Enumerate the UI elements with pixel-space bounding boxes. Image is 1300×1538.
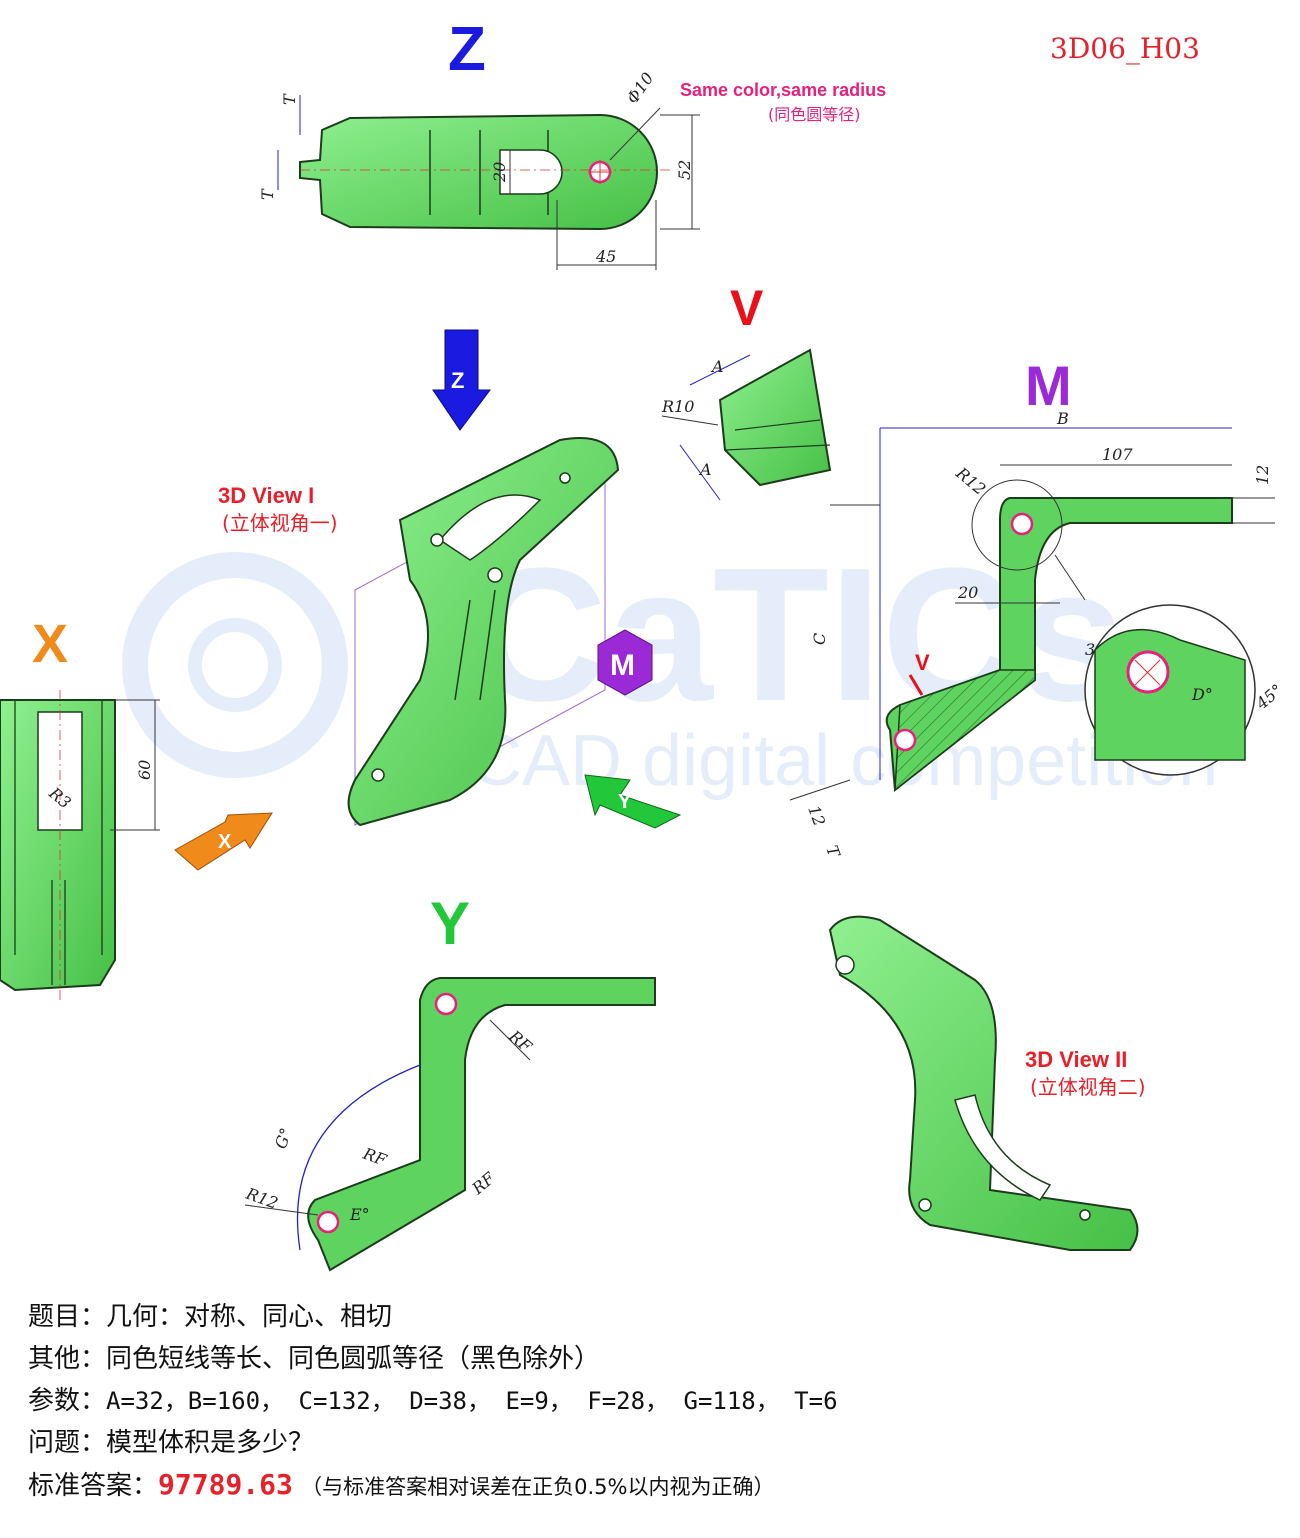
z-dim-length: 45	[595, 247, 616, 266]
z-view-letter: Z	[448, 15, 486, 84]
m-dim-bot: 12	[804, 803, 829, 829]
x-dim-h: 60	[135, 760, 154, 780]
answer-note: （与标准答案相对误差在正负0.5%以内视为正确）	[301, 1475, 775, 1499]
y-dim-rf2: RF	[360, 1144, 390, 1170]
footer-line-other: 其他：同色短线等长、同色圆弧等径（黑色除外）	[28, 1338, 1278, 1380]
y-dim-e: E°	[349, 1205, 370, 1224]
m-dim-w: 20	[957, 583, 978, 602]
same-color-note-cn: (同色圆等径)	[768, 105, 861, 124]
m-dim-r: R12	[952, 463, 990, 499]
y-dim-r: R12	[243, 1184, 281, 1213]
v-dim-a2: A	[698, 460, 712, 479]
problem-footer: 题目：几何：对称、同心、相切 其他：同色短线等长、同色圆弧等径（黑色除外） 参数…	[28, 1296, 1278, 1506]
y-view-body	[307, 977, 656, 1272]
view1-arrow-x	[174, 812, 273, 871]
m-dim-three: 3	[1085, 640, 1095, 659]
y-dim-rf3: RF	[468, 1168, 499, 1199]
topic-label: 题目：	[28, 1302, 107, 1332]
footer-line-question: 问题：模型体积是多少？	[28, 1422, 1278, 1464]
x-view: X 60 R3	[0, 614, 160, 1000]
topic-text: 几何：对称、同心、相切	[106, 1302, 393, 1332]
same-color-note: Same color,same radius	[680, 80, 886, 100]
z-dim-phi: Φ10	[623, 69, 658, 107]
answer-label: 标准答案：	[28, 1471, 159, 1501]
footer-line-params: 参数：A=32，B=160， C=132， D=38， E=9， F=28， G…	[28, 1380, 1278, 1422]
watermark: CaTICs CAD digital competition	[122, 529, 1218, 801]
z-view-body	[299, 113, 658, 231]
z-view: Z Same color,same radius (同色圆等径) Φ10 52 …	[258, 15, 886, 270]
m-dim-b: B	[1056, 409, 1069, 428]
other-text: 同色短线等长、同色圆弧等径（黑色除外）	[106, 1344, 601, 1374]
svg-text:Y: Y	[618, 791, 632, 813]
view1-arrow-y	[584, 774, 682, 829]
view2-subtitle: (立体视角二)	[1030, 1075, 1146, 1099]
m-dim-ang: 45°	[1252, 680, 1287, 713]
view1: 3D View I (立体视角一) Z X Y M	[174, 329, 682, 871]
view2-title: 3D View II	[1025, 1047, 1127, 1072]
svg-text:X: X	[218, 831, 232, 853]
v-view: V A A R10	[661, 280, 832, 501]
view1-arrow-z	[432, 329, 491, 431]
answer-value: 97789.63	[158, 1468, 293, 1501]
m-dim-v-arrow: V	[915, 650, 930, 675]
m-dim-t: T	[822, 843, 844, 861]
svg-text:M: M	[610, 649, 635, 682]
m-dim-c: C	[810, 633, 829, 645]
m-view-letter: M	[1025, 354, 1072, 417]
m-dim-len: 107	[1102, 445, 1133, 464]
v-dim-r: R10	[661, 397, 694, 416]
question-text: 模型体积是多少？	[106, 1428, 315, 1458]
v-dim-a1: A	[710, 357, 724, 376]
drawing-code: 3D06_H03	[1050, 32, 1200, 65]
z-dim-height: 52	[675, 160, 694, 180]
y-view: Y G° E° R12 RF RF RF	[243, 890, 656, 1272]
v-view-letter: V	[730, 280, 764, 336]
y-dim-g: G°	[271, 1125, 296, 1151]
footer-line-topic: 题目：几何：对称、同心、相切	[28, 1296, 1278, 1338]
y-dim-rf1: RF	[505, 1026, 536, 1057]
view1-title: 3D View I	[218, 483, 314, 508]
view1-body	[347, 437, 620, 827]
question-label: 问题：	[28, 1428, 107, 1458]
y-view-letter: Y	[430, 890, 470, 957]
v-view-body	[718, 348, 832, 487]
m-dim-d: D°	[1191, 685, 1213, 704]
x-view-letter: X	[32, 614, 68, 674]
view1-subtitle: (立体视角一)	[222, 511, 338, 535]
view2: 3D View II (立体视角二)	[828, 915, 1146, 1251]
footer-line-answer: 标准答案：97789.63 （与标准答案相对误差在正负0.5%以内视为正确）	[28, 1464, 1278, 1506]
z-dim-t1: T	[280, 93, 299, 105]
z-dim-width: 20	[490, 162, 509, 183]
svg-text:Z: Z	[451, 368, 464, 393]
m-view: M B 107 12 R12 C 20 12 T V 3 D° 45°	[789, 354, 1287, 861]
view2-body	[828, 915, 1139, 1251]
z-dim-t2: T	[258, 188, 277, 200]
params-text: A=32，B=160， C=132， D=38， E=9， F=28， G=11…	[106, 1387, 838, 1415]
m-dim-thick: 12	[1253, 465, 1272, 485]
drawing-canvas: CaTICs CAD digital competition 3D06_H03 …	[0, 15, 1287, 1272]
params-label: 参数：	[28, 1386, 107, 1416]
view1-cube-m	[597, 629, 653, 696]
other-label: 其他：	[28, 1344, 107, 1374]
